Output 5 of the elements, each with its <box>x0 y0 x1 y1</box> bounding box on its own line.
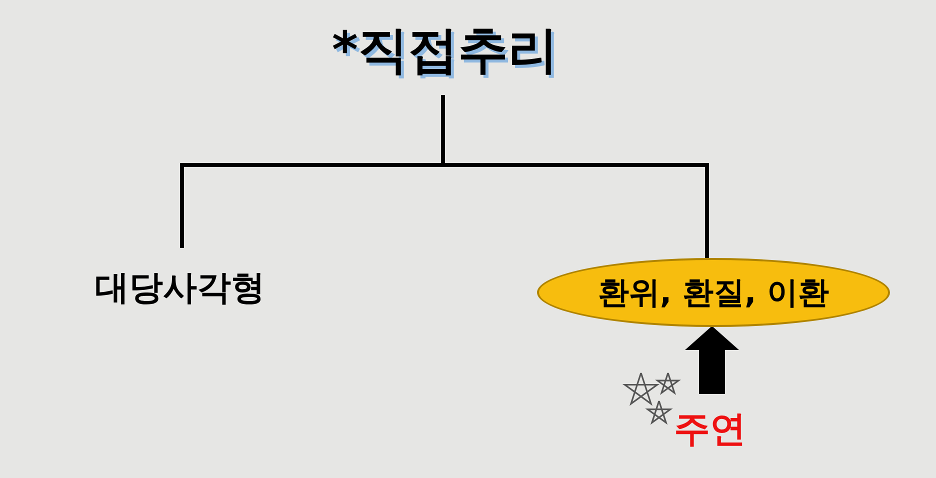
block-arrow <box>685 326 739 394</box>
node-label: 대당사각형 <box>95 267 265 310</box>
highlight-label: 주연 <box>674 408 746 452</box>
title-text: *직접추리 <box>332 20 558 80</box>
ellipse-label: 환위, 환질, 이환 <box>598 274 830 312</box>
